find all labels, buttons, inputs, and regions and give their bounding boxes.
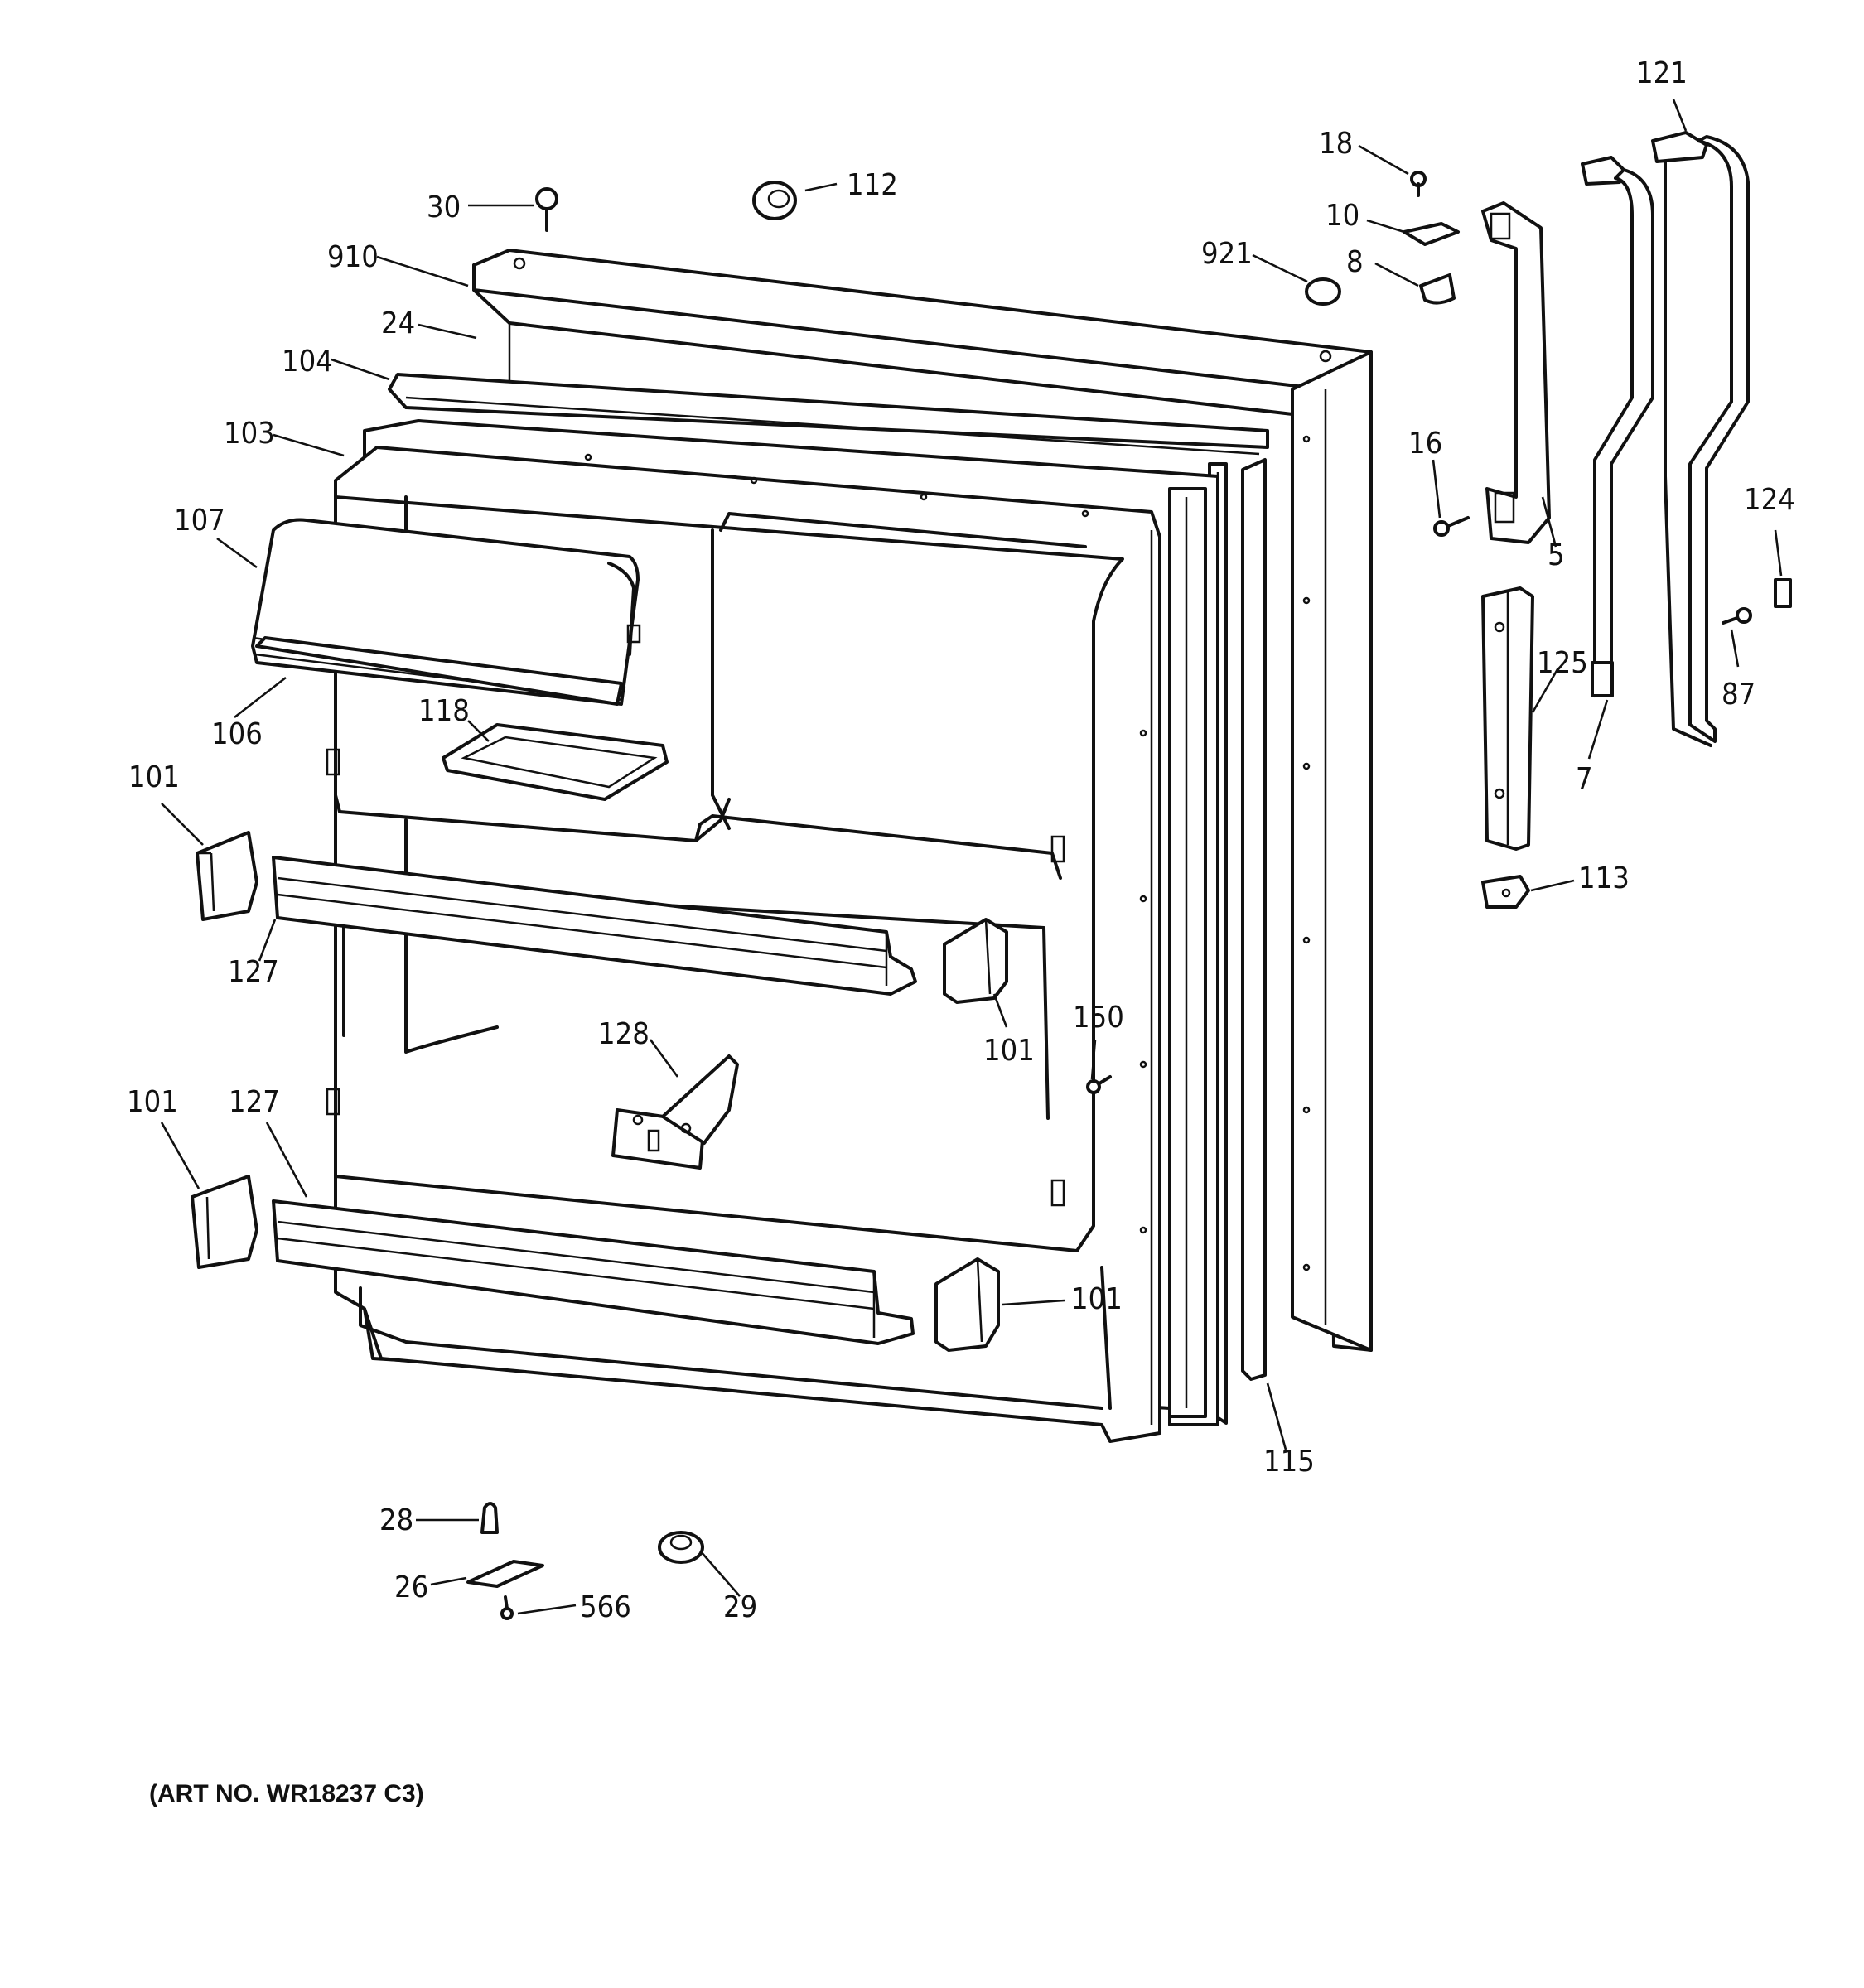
screw-30 (535, 187, 558, 232)
callout-30: 30 (427, 191, 461, 224)
nut-124 (1774, 578, 1792, 608)
shelf-bracket-right-upper (943, 918, 1008, 1004)
handle-trim-channel (1481, 586, 1534, 851)
screw-150 (1086, 1075, 1112, 1094)
callout-103: 103 (224, 417, 275, 451)
screw-16 (1433, 516, 1470, 537)
butter-tray (442, 723, 669, 801)
callout-101-lower-left: 101 (127, 1085, 178, 1119)
callout-115: 115 (1263, 1445, 1315, 1479)
screw-566 (500, 1595, 514, 1620)
callout-26: 26 (394, 1571, 428, 1604)
plate-26 (466, 1560, 544, 1588)
leader-lines (160, 99, 1783, 1615)
plug-28 (480, 1502, 499, 1534)
callout-labels: 121 18 112 30 10 921 8 910 24 104 16 103… (127, 56, 1795, 1624)
shelf-bracket-left-upper (196, 831, 258, 921)
callout-127-upper: 127 (228, 955, 279, 989)
callout-28: 28 (379, 1503, 413, 1537)
callout-29: 29 (723, 1590, 757, 1624)
callout-16: 16 (1408, 427, 1442, 461)
callout-18: 18 (1319, 127, 1353, 161)
callout-101-upper-left: 101 (128, 760, 180, 794)
callout-7: 7 (1576, 762, 1593, 796)
screw-87 (1722, 607, 1752, 625)
plug-112 (752, 181, 797, 220)
shelf-bracket-right-lower (934, 1257, 1000, 1352)
door-handle (1481, 201, 1551, 544)
callout-101-lower-right: 101 (1071, 1282, 1123, 1316)
door-gasket-strip (1241, 458, 1267, 1381)
bottle-retainer-clip (611, 1054, 739, 1170)
screw-18 (1410, 171, 1427, 197)
door-shelf-rail-upper (272, 856, 917, 996)
callout-127-lower: 127 (229, 1085, 280, 1119)
callout-8: 8 (1346, 245, 1364, 279)
callout-910: 910 (327, 240, 379, 274)
callout-24: 24 (381, 306, 415, 340)
plug-921 (1305, 277, 1341, 306)
handle-bracket-121 (1651, 131, 1750, 747)
grommet-29 (658, 1531, 704, 1564)
shelf-bracket-left-lower (191, 1175, 258, 1269)
callout-106: 106 (211, 717, 263, 751)
hinge-pin-10 (1403, 222, 1460, 246)
dairy-compartment-door (251, 518, 641, 706)
callout-566: 566 (580, 1590, 631, 1624)
callout-10: 10 (1326, 199, 1359, 233)
callout-150: 150 (1073, 1001, 1124, 1035)
callout-112: 112 (847, 168, 898, 202)
callout-124: 124 (1744, 483, 1795, 517)
callout-104: 104 (282, 345, 333, 379)
callout-128: 128 (598, 1017, 650, 1051)
callout-125: 125 (1537, 646, 1588, 680)
callout-5: 5 (1548, 538, 1565, 572)
cap-113 (1481, 875, 1530, 909)
door-shelf-rail-lower (272, 1199, 915, 1345)
callout-121: 121 (1636, 56, 1688, 90)
callout-921: 921 (1201, 237, 1253, 271)
callout-107: 107 (174, 504, 225, 538)
callout-113: 113 (1578, 861, 1630, 895)
handle-bracket-7 (1581, 156, 1654, 697)
callout-101-upper-right: 101 (983, 1034, 1035, 1068)
outer-door-panel (472, 248, 1373, 1352)
clip-8 (1419, 273, 1456, 305)
art-number-caption: (ART NO. WR18237 C3) (149, 1780, 424, 1807)
callout-87: 87 (1722, 678, 1755, 712)
callout-118: 118 (418, 694, 470, 728)
